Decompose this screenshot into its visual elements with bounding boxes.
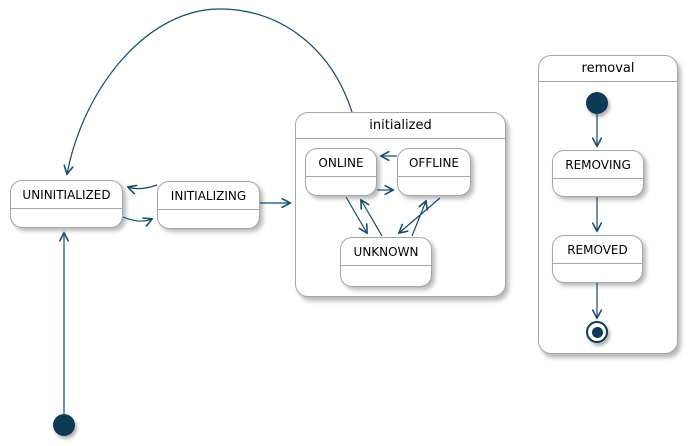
state-body: [553, 179, 643, 196]
composite-title: removal: [539, 56, 677, 82]
transition-initializing-to-uninitialized: [128, 184, 158, 189]
state-online: ONLINE: [305, 148, 377, 196]
composite-title: initialized: [296, 113, 505, 139]
state-removed: REMOVED: [552, 235, 643, 283]
state-initializing: INITIALIZING: [157, 181, 260, 229]
state-label: UNKNOWN: [341, 238, 431, 266]
transition-uninitialized-to-initializing: [122, 216, 152, 221]
state-label: INITIALIZING: [158, 182, 259, 210]
state-unknown: UNKNOWN: [340, 237, 432, 287]
state-body: [11, 209, 122, 227]
initial-state-icon: [53, 414, 75, 436]
state-uninitialized: UNINITIALIZED: [10, 180, 123, 228]
initial-state-removal-icon: [586, 92, 608, 114]
state-label: UNINITIALIZED: [11, 181, 122, 209]
state-label: REMOVING: [553, 151, 643, 179]
state-offline: OFFLINE: [397, 148, 471, 196]
final-state-dot: [591, 326, 603, 338]
state-label: OFFLINE: [398, 149, 470, 177]
state-removing: REMOVING: [552, 150, 644, 197]
state-body: [341, 266, 431, 286]
state-label: REMOVED: [553, 236, 642, 264]
state-body: [553, 264, 642, 282]
composite-state-removal: removal: [538, 55, 678, 354]
state-body: [306, 177, 376, 195]
state-body: [158, 210, 259, 228]
state-label: ONLINE: [306, 149, 376, 177]
final-state-removal-icon: [586, 321, 608, 343]
state-body: [398, 177, 470, 195]
